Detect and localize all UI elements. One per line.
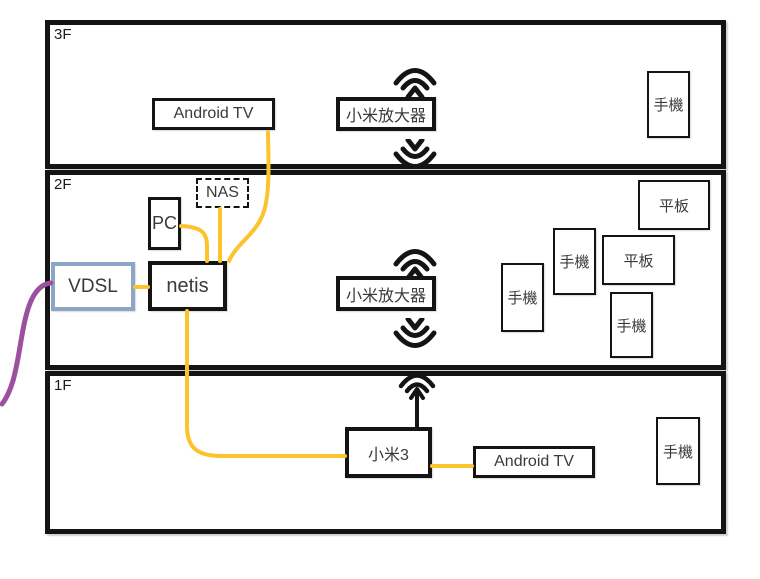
wan-line [0, 280, 54, 407]
device-phone-2f-3: 手機 [610, 292, 653, 358]
device-phone-2f-2: 手機 [553, 228, 596, 295]
wifi-signal-down-icon [392, 313, 438, 350]
wifi-signal-up-icon [392, 247, 438, 284]
device-xiaomi-extender-2f: 小米放大器 [336, 276, 436, 311]
floor-label-1f: 1F [54, 377, 72, 394]
floor-label-2f: 2F [54, 176, 72, 193]
antenna-icon [398, 371, 436, 436]
wifi-signal-up-icon [392, 66, 438, 103]
wifi-signal-down-icon [392, 134, 438, 171]
device-xiaomi-extender-3f: 小米放大器 [336, 97, 436, 131]
device-tablet-2f-2: 平板 [602, 235, 675, 285]
device-vdsl-modem: VDSL [51, 262, 135, 311]
floor-label-3f: 3F [54, 26, 72, 43]
device-netis-router: netis [148, 261, 227, 311]
device-android-tv-1f: Android TV [473, 446, 595, 478]
device-phone-3f: 手機 [647, 71, 690, 138]
device-phone-2f-1: 手機 [501, 263, 544, 332]
floor-3f: 3F [45, 20, 726, 169]
device-phone-1f: 手機 [656, 417, 700, 485]
device-android-tv-3f: Android TV [152, 98, 275, 130]
device-xiaomi3-router: 小米3 [345, 427, 432, 478]
device-tablet-2f-1: 平板 [638, 180, 710, 230]
floor-1f: 1F [45, 371, 726, 534]
device-pc: PC [148, 197, 181, 250]
device-nas: NAS [196, 178, 249, 208]
